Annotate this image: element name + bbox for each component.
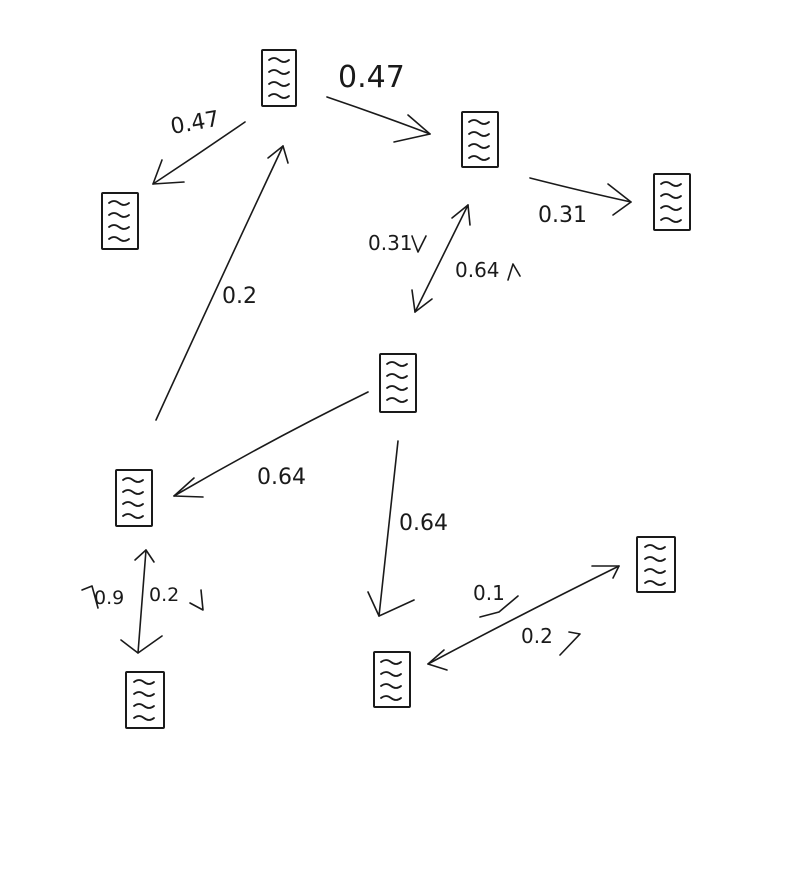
edge-label: 0.2 xyxy=(149,584,179,606)
edge-label: 0.47 xyxy=(169,107,222,140)
edge-n5-n8: 0.64 xyxy=(367,440,448,617)
edge-n8-n9: 0.1 0.2 xyxy=(427,565,620,671)
document-icon xyxy=(653,173,691,231)
document-icon xyxy=(261,49,297,107)
edge-n3-n5: 0.31 0.64 xyxy=(368,204,521,313)
edge-label: 0.64 xyxy=(455,258,500,282)
edge-label: 0.2 xyxy=(521,624,553,648)
document-icon xyxy=(636,536,676,593)
document-icon xyxy=(461,111,499,168)
edge-label: 0.64 xyxy=(399,511,448,536)
edge-label: 0.31 xyxy=(538,203,587,228)
document-icon xyxy=(379,353,417,413)
edge-label: 0.31 xyxy=(368,231,413,255)
edge-n6-n1: 0.2 xyxy=(155,145,289,421)
edge-n1-n3: 0.47 xyxy=(326,60,431,143)
document-icon xyxy=(125,671,165,729)
edge-n3-n4: 0.31 xyxy=(529,177,632,228)
edge-label: 0.9 xyxy=(94,587,124,609)
document-icon xyxy=(373,651,411,708)
edge-n1-n2: 0.47 xyxy=(152,107,246,185)
edge-label: 0.2 xyxy=(222,284,257,309)
edge-n6-n7: 0.9 0.2 xyxy=(81,549,204,654)
edge-label: 0.1 xyxy=(473,581,505,605)
edge-n5-n6: 0.64 xyxy=(173,391,369,498)
document-icon xyxy=(101,192,139,250)
edge-label: 0.47 xyxy=(338,60,405,95)
edge-label: 0.64 xyxy=(257,465,306,490)
document-icon xyxy=(115,469,153,527)
